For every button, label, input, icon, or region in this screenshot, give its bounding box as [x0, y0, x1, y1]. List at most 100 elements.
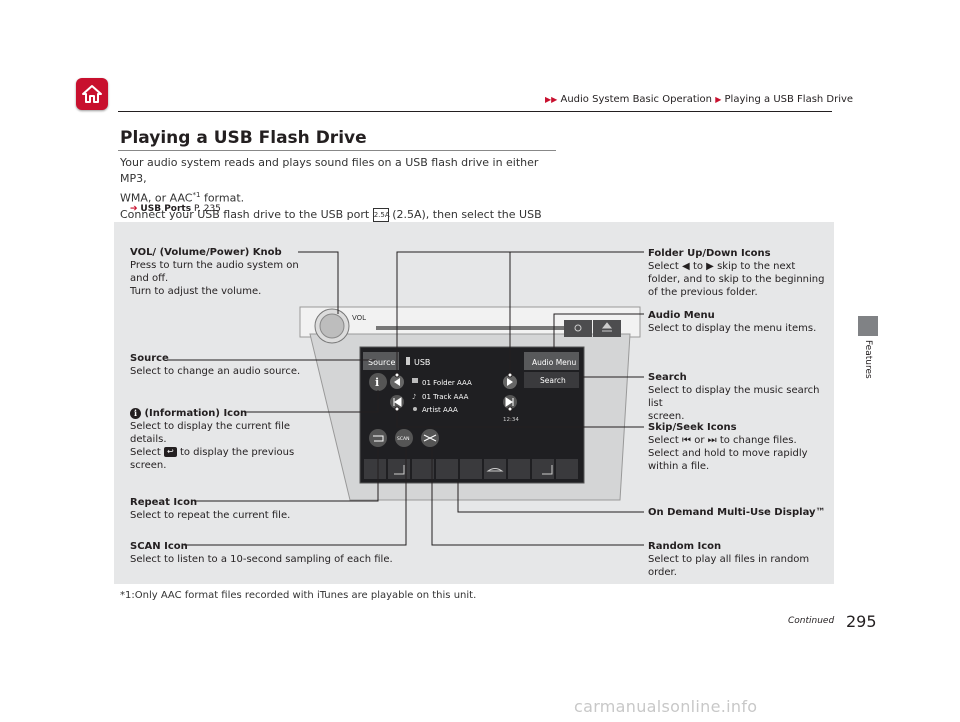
info-icon[interactable]	[369, 373, 387, 391]
top-button[interactable]	[564, 320, 592, 337]
xref-label[interactable]: USB Ports	[140, 204, 192, 214]
search-button-bg[interactable]	[524, 372, 579, 388]
leader-dot	[394, 372, 400, 378]
footnote-ref: *1	[192, 191, 201, 199]
callout-title: SCAN Icon	[130, 541, 188, 552]
tile[interactable]	[460, 459, 482, 479]
search-button[interactable]: Search	[540, 376, 566, 385]
usb-port-icon: 2.5A	[372, 207, 390, 222]
tile[interactable]	[556, 459, 578, 479]
xref-page: P. 235	[193, 204, 221, 214]
intro-line: format.	[200, 191, 245, 205]
callout-text: Select to display the menu items.	[648, 323, 817, 334]
callout-text: Select to change an audio source.	[130, 366, 301, 377]
ondemand-tiles	[364, 459, 578, 479]
repeat-icon[interactable]	[369, 429, 387, 447]
tile[interactable]	[364, 459, 386, 479]
side-tab-label: Features	[863, 340, 873, 379]
callout-text: Select to repeat the current file.	[130, 510, 291, 521]
callout-title: Source	[130, 353, 169, 364]
callout-text: within a file.	[648, 461, 710, 472]
leader-vol	[298, 251, 339, 314]
callout-random: Random Icon Select to play all files in …	[648, 540, 833, 579]
source-button-bg[interactable]	[363, 352, 399, 370]
track-name: 01 Track AAA	[422, 393, 469, 401]
car-icon	[486, 468, 504, 472]
source-button[interactable]: Source	[368, 358, 396, 367]
tile[interactable]	[412, 459, 434, 479]
scan-label: SCAN	[397, 436, 409, 442]
leader-scan	[184, 447, 407, 546]
artist-name: Artist AAA	[422, 406, 458, 414]
folder-up-glyph	[507, 378, 513, 386]
head-unit-illustration: VOL Source USB Audio Menu Search i 01 Fo…	[168, 251, 644, 546]
artist-icon	[413, 407, 417, 411]
callout-text: Select to listen to a 10-second sampling…	[130, 554, 393, 565]
mode-label: USB	[414, 358, 430, 367]
watermark: carmanualsonline.info	[574, 697, 758, 716]
scan-icon[interactable]	[395, 429, 413, 447]
intro-line: Connect your USB flash drive to the USB …	[120, 207, 370, 221]
callout-text: skip to the next	[717, 261, 796, 272]
knob-label: VOL	[352, 314, 366, 322]
callout-title: Search	[648, 372, 687, 383]
callout-title: On Demand Multi-Use Display™	[648, 507, 826, 518]
callout-skip: Skip/Seek Icons Select ⏮ or ⏭ to change …	[648, 421, 833, 473]
callout-text: Press to turn the audio system on	[130, 260, 299, 271]
usb-icon	[406, 357, 410, 365]
callout-title-text: (Information) Icon	[144, 408, 248, 419]
tile[interactable]	[532, 459, 554, 479]
tile[interactable]	[388, 459, 410, 479]
leader-lines	[168, 251, 644, 546]
disc-slot	[376, 326, 566, 330]
callout-text: screen.	[130, 460, 167, 471]
leader-dot	[507, 406, 513, 412]
xref-arrow-icon: ➔	[130, 204, 138, 214]
leader-folder-down	[396, 251, 644, 375]
leader-dot	[507, 372, 513, 378]
leader-info	[244, 390, 379, 413]
illustration-panel: VOL Source USB Audio Menu Search i 01 Fo…	[114, 222, 834, 584]
repeat-glyph	[373, 435, 384, 442]
intro-line: WMA, or AAC	[120, 191, 193, 205]
callout-text: to display the previous	[179, 447, 295, 458]
callout-search: Search Select to display the music searc…	[648, 371, 833, 423]
callout-text: details.	[130, 434, 167, 445]
callout-text: Select and hold to move rapidly	[648, 448, 808, 459]
audio-menu-button[interactable]: Audio Menu	[532, 358, 577, 367]
callout-scan: SCAN Icon Select to listen to a 10-secon…	[130, 540, 420, 566]
breadcrumb-item[interactable]: Audio System Basic Operation	[560, 94, 713, 105]
folder-down-glyph	[394, 378, 400, 386]
breadcrumb-item: Playing a USB Flash Drive	[724, 94, 854, 105]
audio-menu-button-bg[interactable]	[524, 352, 579, 370]
leader-random	[431, 447, 644, 546]
circle-icon	[574, 324, 582, 332]
callout-info: i (Information) Icon Select to display t…	[130, 407, 315, 472]
callout-text: to	[692, 261, 703, 272]
skip-back-glyph	[393, 397, 402, 407]
tile[interactable]	[436, 459, 458, 479]
callout-vol: VOL/ (Volume/Power) Knob Press to turn t…	[130, 246, 310, 298]
cross-reference[interactable]: ➔ USB Ports P. 235	[130, 204, 221, 214]
tile[interactable]	[508, 459, 530, 479]
leader-audiomenu	[553, 313, 644, 352]
callout-text: Select to display the music search list	[648, 385, 820, 409]
callout-title: Random Icon	[648, 541, 722, 552]
callout-folder: Folder Up/Down Icons Select ◀ to ▶ skip …	[648, 247, 833, 299]
skip-back-icon: ⏮	[682, 435, 692, 446]
callout-text: Select	[130, 447, 161, 458]
callout-ondemand: On Demand Multi-Use Display™	[648, 506, 833, 519]
home-button[interactable]	[76, 78, 108, 110]
info-icon: i	[130, 408, 141, 419]
callout-title: Repeat Icon	[130, 497, 198, 508]
footnote: *1:Only AAC format files recorded with i…	[120, 590, 477, 601]
side-tab[interactable]	[858, 316, 878, 336]
music-note-icon: ♪	[412, 393, 416, 401]
folder-icon	[412, 378, 418, 383]
callout-text: to change files.	[719, 435, 797, 446]
seat-heat-icon	[542, 465, 553, 475]
folder-down-icon: ◀	[682, 261, 690, 272]
callout-source: Source Select to change an audio source.	[130, 352, 310, 378]
callout-title: Skip/Seek Icons	[648, 422, 737, 433]
breadcrumb-arrow-icon: ▶	[715, 95, 722, 104]
